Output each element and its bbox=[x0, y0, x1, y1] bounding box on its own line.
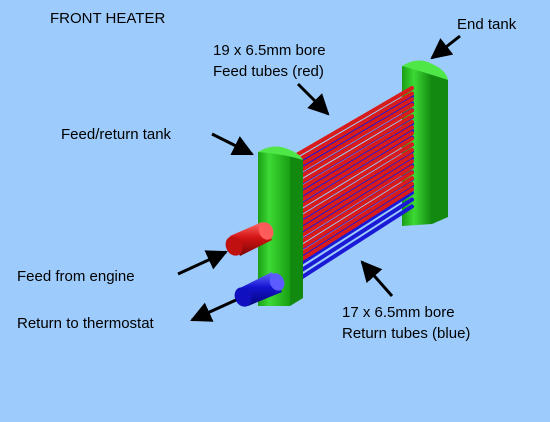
feed-tube bbox=[286, 148, 414, 228]
feed-tube bbox=[286, 159, 414, 240]
feed-tube bbox=[286, 153, 414, 234]
feed-tubes-label-line2: Feed tubes (red) bbox=[213, 63, 324, 80]
feed-tube bbox=[286, 119, 414, 198]
return-to-thermostat-label: Return to thermostat bbox=[17, 315, 154, 332]
return-tube bbox=[286, 156, 414, 237]
feed-tube bbox=[286, 86, 414, 162]
end-tank-arrow bbox=[430, 34, 461, 60]
return-tubes-label-line1: 17 x 6.5mm bore bbox=[342, 304, 455, 321]
feed-return-tank-arrow bbox=[211, 132, 254, 156]
feed-tube bbox=[286, 142, 414, 222]
feed-tube bbox=[286, 97, 414, 174]
tube-bundle bbox=[286, 86, 414, 289]
return-tube bbox=[286, 128, 414, 208]
return-tube bbox=[286, 197, 414, 281]
feed-from-engine-label: Feed from engine bbox=[17, 268, 135, 285]
feed-tube bbox=[286, 102, 414, 180]
feed-tube bbox=[286, 114, 414, 192]
feed-tube bbox=[286, 131, 414, 210]
feed-tube bbox=[286, 170, 414, 252]
feed-tube bbox=[286, 125, 414, 204]
end-tank-label: End tank bbox=[457, 16, 517, 33]
feed-tubes-arrow bbox=[296, 82, 330, 116]
return-tubes-label-line2: Return tubes (blue) bbox=[342, 325, 471, 342]
feed-tubes-label-line1: 19 x 6.5mm bore bbox=[213, 42, 326, 59]
feed-pipe bbox=[225, 222, 274, 256]
feed-tube bbox=[286, 91, 414, 168]
feed-tube bbox=[286, 108, 414, 186]
feed-tube bbox=[286, 176, 414, 258]
return-to-thermostat-arrow bbox=[190, 298, 237, 322]
feed-tube bbox=[286, 164, 414, 246]
return-tubes-arrow bbox=[360, 260, 394, 297]
feed-tube bbox=[286, 136, 414, 216]
return-tube bbox=[286, 94, 414, 171]
feed-from-engine-arrow bbox=[177, 250, 228, 276]
feed-tube bbox=[286, 181, 414, 264]
diagram-title: FRONT HEATER bbox=[50, 10, 166, 27]
return-tube bbox=[286, 204, 414, 289]
return-tube bbox=[286, 190, 414, 274]
feed-tube bbox=[286, 187, 414, 270]
feed-return-tank bbox=[258, 146, 303, 306]
return-pipe bbox=[234, 272, 285, 307]
feed-return-tank-label: Feed/return tank bbox=[61, 126, 172, 143]
annotation-arrows bbox=[177, 34, 461, 322]
